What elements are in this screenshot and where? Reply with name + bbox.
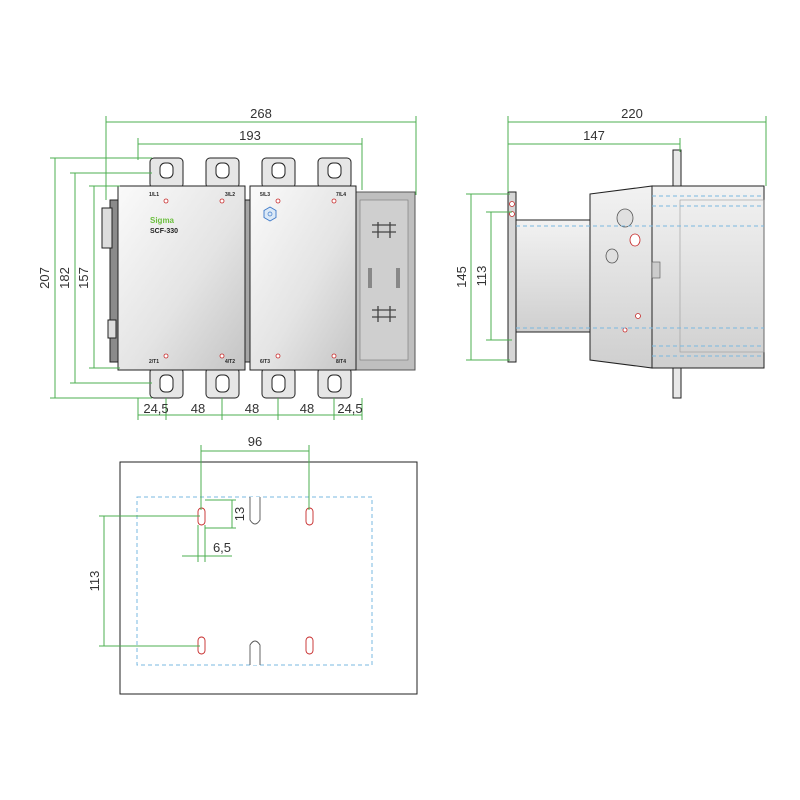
side-top-pin [672,149,682,187]
dim-height-113: 113 [474,266,489,287]
mounting-slots-bottom [197,636,314,665]
dim-height-145: 145 [454,266,469,288]
mounting-plate-outline [119,461,418,695]
terminal-label-top: 7/L4 [336,192,346,198]
side-rear-body [651,185,765,369]
top-terminals [149,157,352,189]
side-narrow-body [515,219,597,333]
left-mount-tab-top [101,207,113,249]
dim-vertical-spacing: 113 [87,571,102,592]
dim-pitch-1: 48 [191,401,205,416]
terminal-label-bottom: 6/T3 [260,359,270,365]
model-label: SCF-330 [150,228,178,235]
front-body-right [249,185,357,371]
dim-pitch-right-edge: 24,5 [337,401,362,416]
terminal-label-top: 3/L2 [225,192,235,198]
side-bottom-pin [672,367,682,399]
brand-label: Sigma [150,216,175,225]
dim-slot-length: 13 [232,507,247,521]
dim-slot-width: 6,5 [213,540,231,555]
terminal-label-bottom: 4/T2 [225,359,235,365]
hex-indicator-icon [263,206,277,222]
arc-chute-block [354,191,416,371]
front-view: 1/L1 3/L2 5/L3 7/L4 2/T1 4/T2 6/T3 8/T4 … [101,157,416,399]
terminal-label-top: 1/L1 [149,192,159,198]
left-mount-tab-bottom [107,319,117,339]
dim-inner-width: 193 [239,128,261,143]
bottom-terminals [149,367,352,399]
mounting-dimensions: 96 13 6,5 113 [87,434,310,647]
dim-pitch-3: 48 [300,401,314,416]
dim-overall-depth: 220 [621,106,643,121]
front-dimensions: 268 193 207 182 157 24,5 48 48 48 24,5 [37,106,417,420]
dim-height-182: 182 [57,267,72,289]
dim-pitch-2: 48 [245,401,259,416]
dim-overall-width: 268 [250,106,272,121]
dim-height-157: 157 [76,267,91,289]
mounting-slots-top [197,497,314,526]
terminal-label-bottom: 2/T1 [149,359,159,365]
front-body-left [117,185,246,371]
side-mount-plate [507,191,517,363]
dim-hole-spacing: 96 [248,434,262,449]
dim-pitch-left-edge: 24,5 [143,401,168,416]
terminal-screws [163,198,337,359]
side-dimensions: 220 147 145 113 [454,106,767,361]
terminal-label-bottom: 8/T4 [336,359,346,365]
mounting-view [119,461,418,695]
dim-height-207: 207 [37,267,52,289]
side-view [507,149,765,399]
dim-partial-depth: 147 [583,128,605,143]
terminal-label-top: 5/L3 [260,192,270,198]
